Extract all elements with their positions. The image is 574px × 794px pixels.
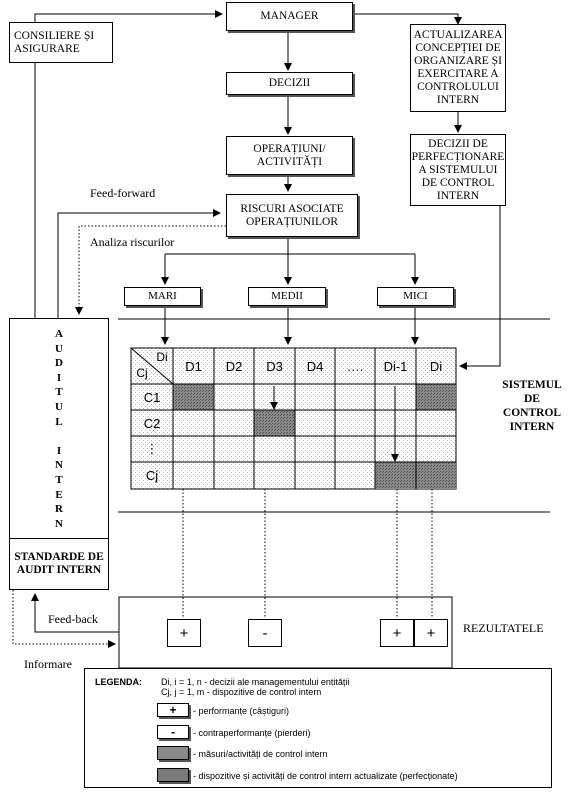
legend: LEGENDA: Di, i = 1, n - decizii ale mana… [84,668,552,788]
matrix-corner-bottom: Cj [136,366,148,380]
audit-to-manager-line [34,10,223,318]
result-plus-3: + [414,619,448,647]
standarde-box: STANDARDE DE AUDIT INTERN [10,538,108,589]
matrix-row-header: C1 [143,389,161,405]
decizii-box: DECIZII [226,72,353,95]
matrix-grid [130,347,457,490]
mari-box: MARI [124,287,201,306]
cell-c2-d3 [254,410,295,436]
legend-updated-swatch [157,768,189,782]
manager-to-actualizarea-line [353,13,462,25]
decizii-perf-box: DECIZII DE PERFECȚIONARE A SISTEMULUI DE… [410,134,506,206]
matrix-col-header: D3 [266,358,283,374]
operatiuni-box: OPERAȚIUNI/ ACTIVITĂȚI [226,136,353,175]
legend-item-plus: - performanțe (câștiguri) [193,706,290,716]
audit-letter: I [56,371,62,384]
cell-cj-di1 [375,462,416,489]
audit-letter: U [55,342,63,355]
result-minus: - [248,619,282,647]
result-plus-1: + [167,619,201,647]
riscuri-to-audit-dotted [75,225,226,315]
audit-letter: U [55,400,63,413]
legend-shaded-swatch [157,746,189,760]
medii-box: MEDII [248,287,326,306]
matrix-row-header: ⋮ [145,441,159,456]
audit-letter: E [55,488,63,501]
matrix-col-header: D4 [306,358,324,374]
legend-def-c: Cj, j = 1, m - dispozitive de control in… [161,687,322,697]
sistemul-label: SISTEMUL DE CONTROL INTERN [502,379,562,433]
feed-forward-line [57,209,221,318]
audit-letter: R [55,503,63,516]
audit-letter: N [55,459,63,472]
legend-def-d: Di, i = 1, n - decizii ale managementulu… [161,677,350,687]
informare-label: Informare [24,657,72,671]
mici-box: MICI [377,287,454,306]
actualizarea-box: ACTUALIZAREA CONCEPȚIEI DE ORGANIZARE ȘI… [410,24,506,112]
feed-back-line [31,593,119,633]
matrix-col-header: …. [346,358,364,374]
legend-item-updated: - dispozitive și activități de control i… [193,771,458,781]
analiza-label: Analiza riscurilor [90,235,175,249]
cell-cj-di [416,462,456,489]
audit-letter: L [55,415,63,428]
consiliere-box: CONSILIERE ȘI ASIGURARE [9,22,113,63]
cell-c1-di [416,384,456,410]
matrix-col-header: D2 [225,358,243,374]
matrix-row-header: C2 [143,415,161,431]
audit-letter: N [55,517,63,530]
audit-letter: T [55,386,63,399]
manager-box: MANAGER [226,2,353,31]
legend-plus-symbol: + [157,703,189,717]
audit-letter: A [55,328,63,340]
matrix-corner-top: Di [156,350,168,364]
legend-minus-symbol: - [157,725,189,739]
matrix-col-header: Di-1 [383,358,408,374]
legend-title: LEGENDA: [95,677,142,687]
result-plus-2: + [380,619,414,647]
legend-item-minus: - contraperformanțe (pierderi) [193,728,311,738]
riscuri-box: RISCURI ASOCIATE OPERAȚIUNILOR [226,194,358,237]
feed-back-label: Feed-back [48,612,98,626]
matrix-col-header: D1 [185,358,202,374]
feed-forward-label: Feed-forward [90,186,156,200]
matrix-row-header: Cj [145,468,159,483]
cell-c1-d1 [173,384,214,410]
rezultatele-label: REZULTATELE [463,621,544,635]
audit-letter: T [55,473,63,486]
decizii-perf-to-matrix-line [459,206,501,370]
audit-letter: D [55,357,63,370]
audit-letter: I [56,444,62,457]
audit-letter [10,429,108,444]
matrix-col-header: Di [429,358,443,374]
legend-item-shaded: - măsuri/activități de control intern [193,749,328,759]
informare-dotted [12,590,116,648]
